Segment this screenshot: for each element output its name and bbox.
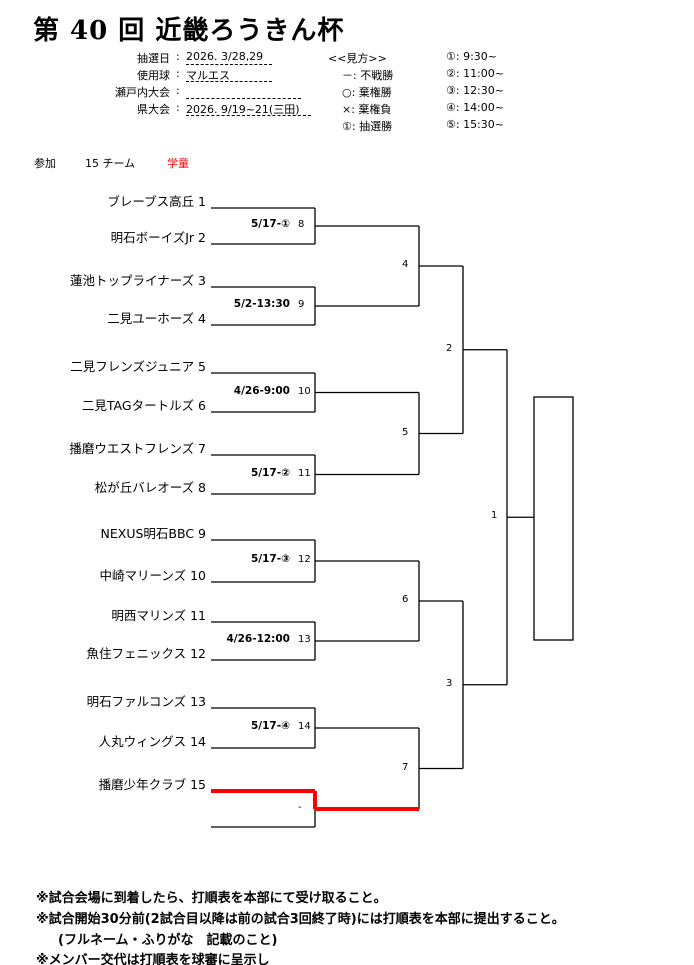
match-number: 10 <box>298 385 311 397</box>
legend-heading: <<見方>> <box>328 52 387 65</box>
team-count: 15 チーム <box>85 157 136 170</box>
match-number: 12 <box>298 554 311 565</box>
note: ※試合会場に到着したら、打順表を本部にて受け取ること。 <box>36 891 387 906</box>
team-name: 二見ユーホーズ 4 <box>107 311 206 326</box>
team-name: 二見フレンズジュニア 5 <box>70 359 206 374</box>
colon: : <box>176 101 180 114</box>
match-schedule: 5/17-④ <box>250 720 290 732</box>
colon: : <box>176 67 180 80</box>
match-schedule: 5/17-③ <box>250 553 290 565</box>
team-name: 蓮池トップライナーズ 3 <box>69 273 206 288</box>
colon: : <box>176 50 180 63</box>
match-number: 5 <box>402 426 409 438</box>
team-name: 松が丘バレオーズ 8 <box>94 480 206 495</box>
time-slot: ③: 12:30~ <box>446 84 504 97</box>
info-label: 県大会 <box>137 103 170 116</box>
match-schedule: 4/26-9:00 <box>233 384 290 397</box>
time-slot: ①: 9:30~ <box>446 50 497 63</box>
match-number: 3 <box>446 677 453 689</box>
match-schedule: 5/17-① <box>250 218 290 230</box>
participation-label: 参加 <box>34 157 56 170</box>
team-name: 明石ファルコンズ 13 <box>86 694 206 709</box>
info-label: 使用球 <box>137 69 170 82</box>
info-value <box>186 84 301 99</box>
team-name: 播磨ウエストフレンズ 7 <box>69 441 206 456</box>
colon: : <box>176 84 180 97</box>
team-name: ブレーブス高丘 1 <box>107 194 206 209</box>
match-number: 7 <box>402 761 409 773</box>
team-name: 中崎マリーンズ 10 <box>99 568 206 583</box>
team-name: NEXUS明石BBC 9 <box>100 526 206 541</box>
note: (フルネーム・ふりがな 記載のこと) <box>58 933 278 948</box>
match-number: 11 <box>298 467 311 479</box>
note: ※メンバー交代は打順表を球審に呈示し <box>36 953 270 965</box>
team-name: 人丸ウィングス 14 <box>98 734 206 749</box>
match-number: 4 <box>402 259 409 270</box>
match-schedule: 5/17-② <box>250 466 290 479</box>
match-number: 14 <box>298 721 311 732</box>
category: 学童 <box>167 157 189 170</box>
note: ※試合開始30分前(2試合目以降は前の試合3回終了時)には打順表を本部に提出する… <box>36 912 565 927</box>
match-schedule: 4/26-12:00 <box>226 633 290 645</box>
champion-box <box>533 396 574 641</box>
time-slot: ⑤: 15:30~ <box>446 118 504 131</box>
match-number: 8 <box>298 219 305 230</box>
match-number: 6 <box>402 594 409 605</box>
page-title: 第 40 回 近畿ろうきん杯 <box>33 16 345 46</box>
info-label: 抽選日 <box>137 52 170 65</box>
match-number: - <box>298 802 302 813</box>
team-name: 魚住フェニックス 12 <box>86 646 206 661</box>
match-number: 9 <box>298 299 305 310</box>
info-value: 2026. 9/19~21(三田) <box>186 101 311 116</box>
info-value: 2026. 3/28,29 <box>186 50 272 65</box>
info-label: 瀬戸内大会 <box>115 86 170 99</box>
legend-item: ①: 抽選勝 <box>342 120 393 133</box>
team-name: 播磨少年クラブ 15 <box>98 777 206 792</box>
legend-item: －: 不戦勝 <box>342 69 394 82</box>
time-slot: ④: 14:00~ <box>446 101 504 114</box>
match-number: 1 <box>491 510 498 522</box>
team-name: 明石ボーイズJr 2 <box>110 230 206 245</box>
match-number: 2 <box>446 342 453 354</box>
match-schedule: 5/2-13:30 <box>233 298 290 310</box>
time-slot: ②: 11:00~ <box>446 67 504 80</box>
legend-item: ×: 棄権負 <box>342 103 392 116</box>
match-number: 13 <box>298 634 311 645</box>
team-name: 二見TAGタートルズ 6 <box>81 398 206 413</box>
legend-item: ○: 棄権勝 <box>342 86 392 99</box>
info-value: マルエス <box>186 67 272 82</box>
team-name: 明西マリンズ 11 <box>111 608 206 623</box>
